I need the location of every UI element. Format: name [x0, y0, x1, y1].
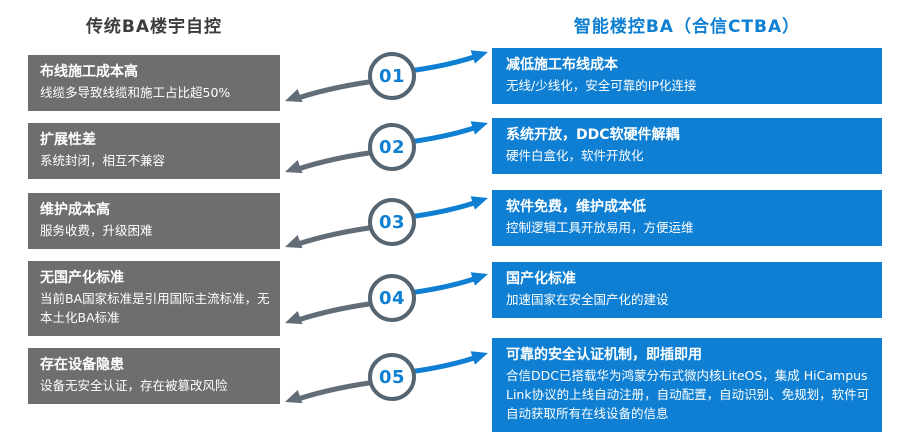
- problem-title: 存在设备隐患: [40, 357, 124, 373]
- step-number: 03: [379, 212, 405, 233]
- solution-box-1: 减低施工布线成本 无线/少线化，安全可靠的IP化连接: [492, 48, 882, 104]
- problem-desc: 设备无安全认证，存在被篡改风险: [40, 378, 228, 394]
- arrow-to-problem-head-icon: [285, 88, 303, 103]
- arrow-to-problem-head-icon: [285, 234, 303, 249]
- solution-box-3: 软件免费，维护成本低 控制逻辑工具开放易用，方便运维: [492, 190, 882, 246]
- arrow-to-solution-head-icon: [470, 351, 488, 365]
- problem-title: 布线施工成本高: [40, 64, 138, 80]
- step-circle: [368, 123, 416, 171]
- step-number: 04: [379, 288, 405, 309]
- column-header-smart: 智能楼控BA（合信CTBA）: [573, 17, 801, 37]
- step-circle: [368, 274, 416, 322]
- problem-box-2: 扩展性差 系统封闭，相互不兼容: [28, 123, 280, 179]
- column-header-traditional: 传统BA楼宇自控: [85, 17, 223, 37]
- problem-box-5: 存在设备隐患 设备无安全认证，存在被篡改风险: [28, 348, 280, 404]
- arrow-to-solution-head-icon: [470, 196, 488, 210]
- solution-title: 国产化标准: [506, 271, 576, 287]
- problem-desc: 当前BA国家标准是引用国际主流标准，无本土化BA标准: [40, 291, 270, 325]
- solution-title: 可靠的安全认证机制，即插即用: [506, 347, 702, 363]
- problem-title: 维护成本高: [40, 202, 110, 218]
- arrow-to-problem-head-icon: [285, 389, 303, 404]
- problem-box-4: 无国产化标准 当前BA国家标准是引用国际主流标准，无本土化BA标准: [28, 261, 280, 336]
- arrow-to-solution-head-icon: [470, 121, 488, 135]
- solution-desc: 加速国家在安全国产化的建设: [506, 292, 669, 308]
- problem-box-3: 维护成本高 服务收费，升级困难: [28, 193, 280, 249]
- problem-desc: 服务收费，升级困难: [40, 223, 153, 239]
- solution-title: 减低施工布线成本: [506, 57, 618, 73]
- connector-1: 01: [285, 50, 488, 103]
- solution-box-4: 国产化标准 加速国家在安全国产化的建设: [492, 262, 882, 318]
- connector-2: 02: [285, 121, 488, 174]
- solution-desc: 无线/少线化，安全可靠的IP化连接: [506, 78, 697, 94]
- solution-desc: 硬件白盒化，软件开放化: [506, 148, 644, 164]
- problem-title: 扩展性差: [40, 132, 96, 148]
- problem-desc: 线缆多导致线缆和施工占比超50%: [40, 85, 231, 101]
- solution-title: 软件免费，维护成本低: [506, 199, 646, 215]
- problem-desc: 系统封闭，相互不兼容: [40, 153, 166, 169]
- arrow-to-problem-head-icon: [285, 310, 303, 325]
- solution-box-2: 系统开放，DDC软硬件解耦 硬件白盒化，软件开放化: [492, 118, 882, 174]
- solution-title: 系统开放，DDC软硬件解耦: [506, 127, 680, 143]
- arrow-to-problem-head-icon: [285, 159, 303, 174]
- step-circle: [368, 198, 416, 246]
- step-number: 02: [379, 137, 405, 158]
- step-number: 01: [379, 66, 405, 87]
- solution-desc: 合信DDC已搭载华为鸿蒙分布式微内核LiteOS，集成 HiCampus Lin…: [506, 368, 870, 421]
- problem-title: 无国产化标准: [40, 270, 124, 286]
- step-circle: [368, 353, 416, 401]
- connector-4: 04: [285, 272, 488, 325]
- step-number: 05: [379, 367, 405, 388]
- solution-desc: 控制逻辑工具开放易用，方便运维: [506, 220, 694, 236]
- step-circle: [368, 52, 416, 100]
- solution-box-5: 可靠的安全认证机制，即插即用 合信DDC已搭载华为鸿蒙分布式微内核LiteOS，…: [492, 338, 882, 432]
- connector-5: 05: [285, 351, 488, 404]
- arrow-to-solution-head-icon: [470, 50, 488, 64]
- connector-3: 03: [285, 196, 488, 249]
- problem-box-1: 布线施工成本高 线缆多导致线缆和施工占比超50%: [28, 55, 280, 111]
- arrow-to-solution-head-icon: [470, 272, 488, 286]
